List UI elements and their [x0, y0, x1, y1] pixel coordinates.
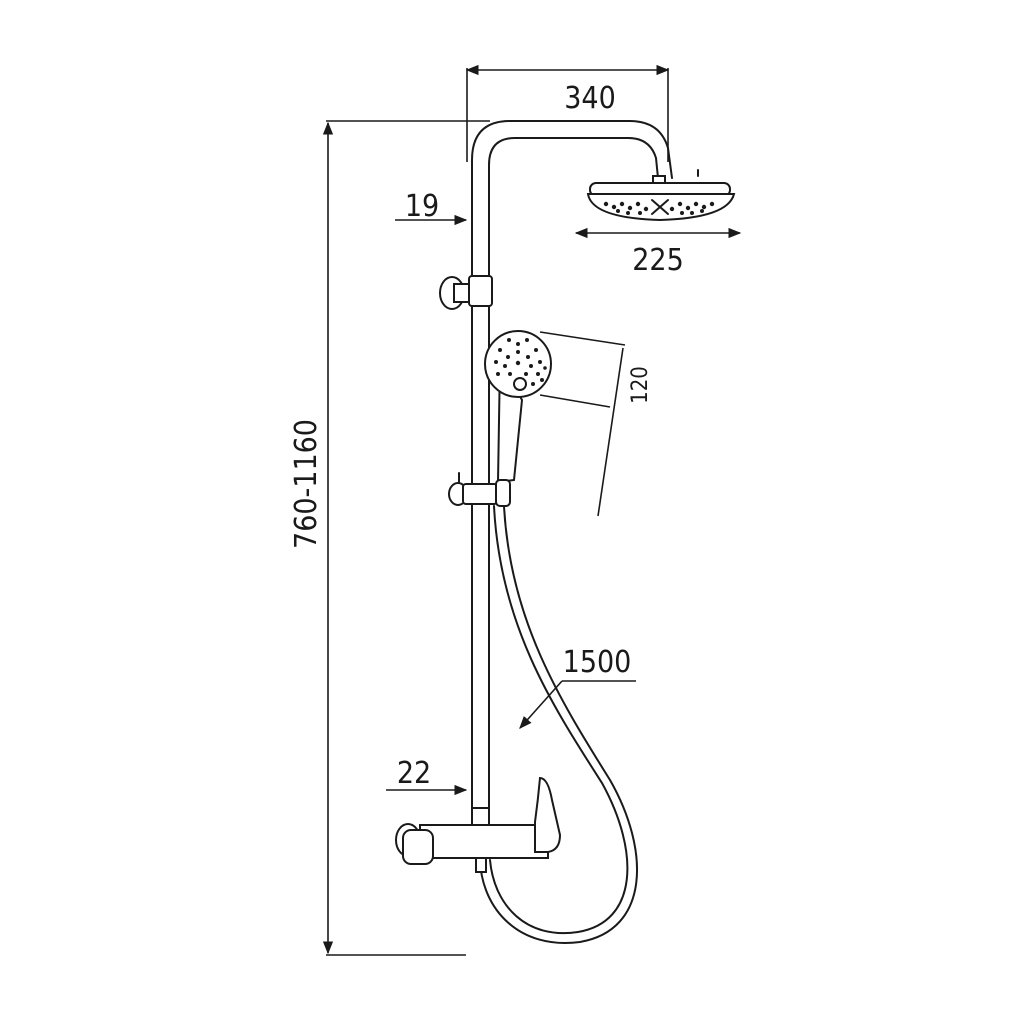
label-340: 340: [564, 81, 616, 116]
dimension-height: 760-1160: [289, 120, 490, 956]
label-225: 225: [632, 243, 684, 278]
overhead-shower-head: [586, 169, 736, 222]
label-19: 19: [405, 189, 439, 224]
label-height: 760-1160: [289, 419, 324, 549]
upper-wall-bracket: [439, 275, 493, 310]
dimension-spacing-22: 22: [386, 756, 468, 796]
shower-hose: [479, 505, 639, 945]
mixer-valve: [395, 776, 562, 873]
dimension-hand-120: 120: [539, 331, 653, 517]
label-22: 22: [397, 756, 431, 791]
slide-holder: [448, 472, 511, 507]
hand-shower: [484, 330, 552, 484]
dimension-pipe-19: 19: [395, 189, 468, 226]
dimension-hose-1500: 1500: [519, 645, 636, 729]
dimension-head-225: 225: [574, 227, 742, 278]
label-120: 120: [628, 366, 653, 404]
riser-pipe: [471, 120, 673, 823]
dimension-width-340: 340: [465, 64, 670, 162]
label-1500: 1500: [563, 645, 632, 680]
